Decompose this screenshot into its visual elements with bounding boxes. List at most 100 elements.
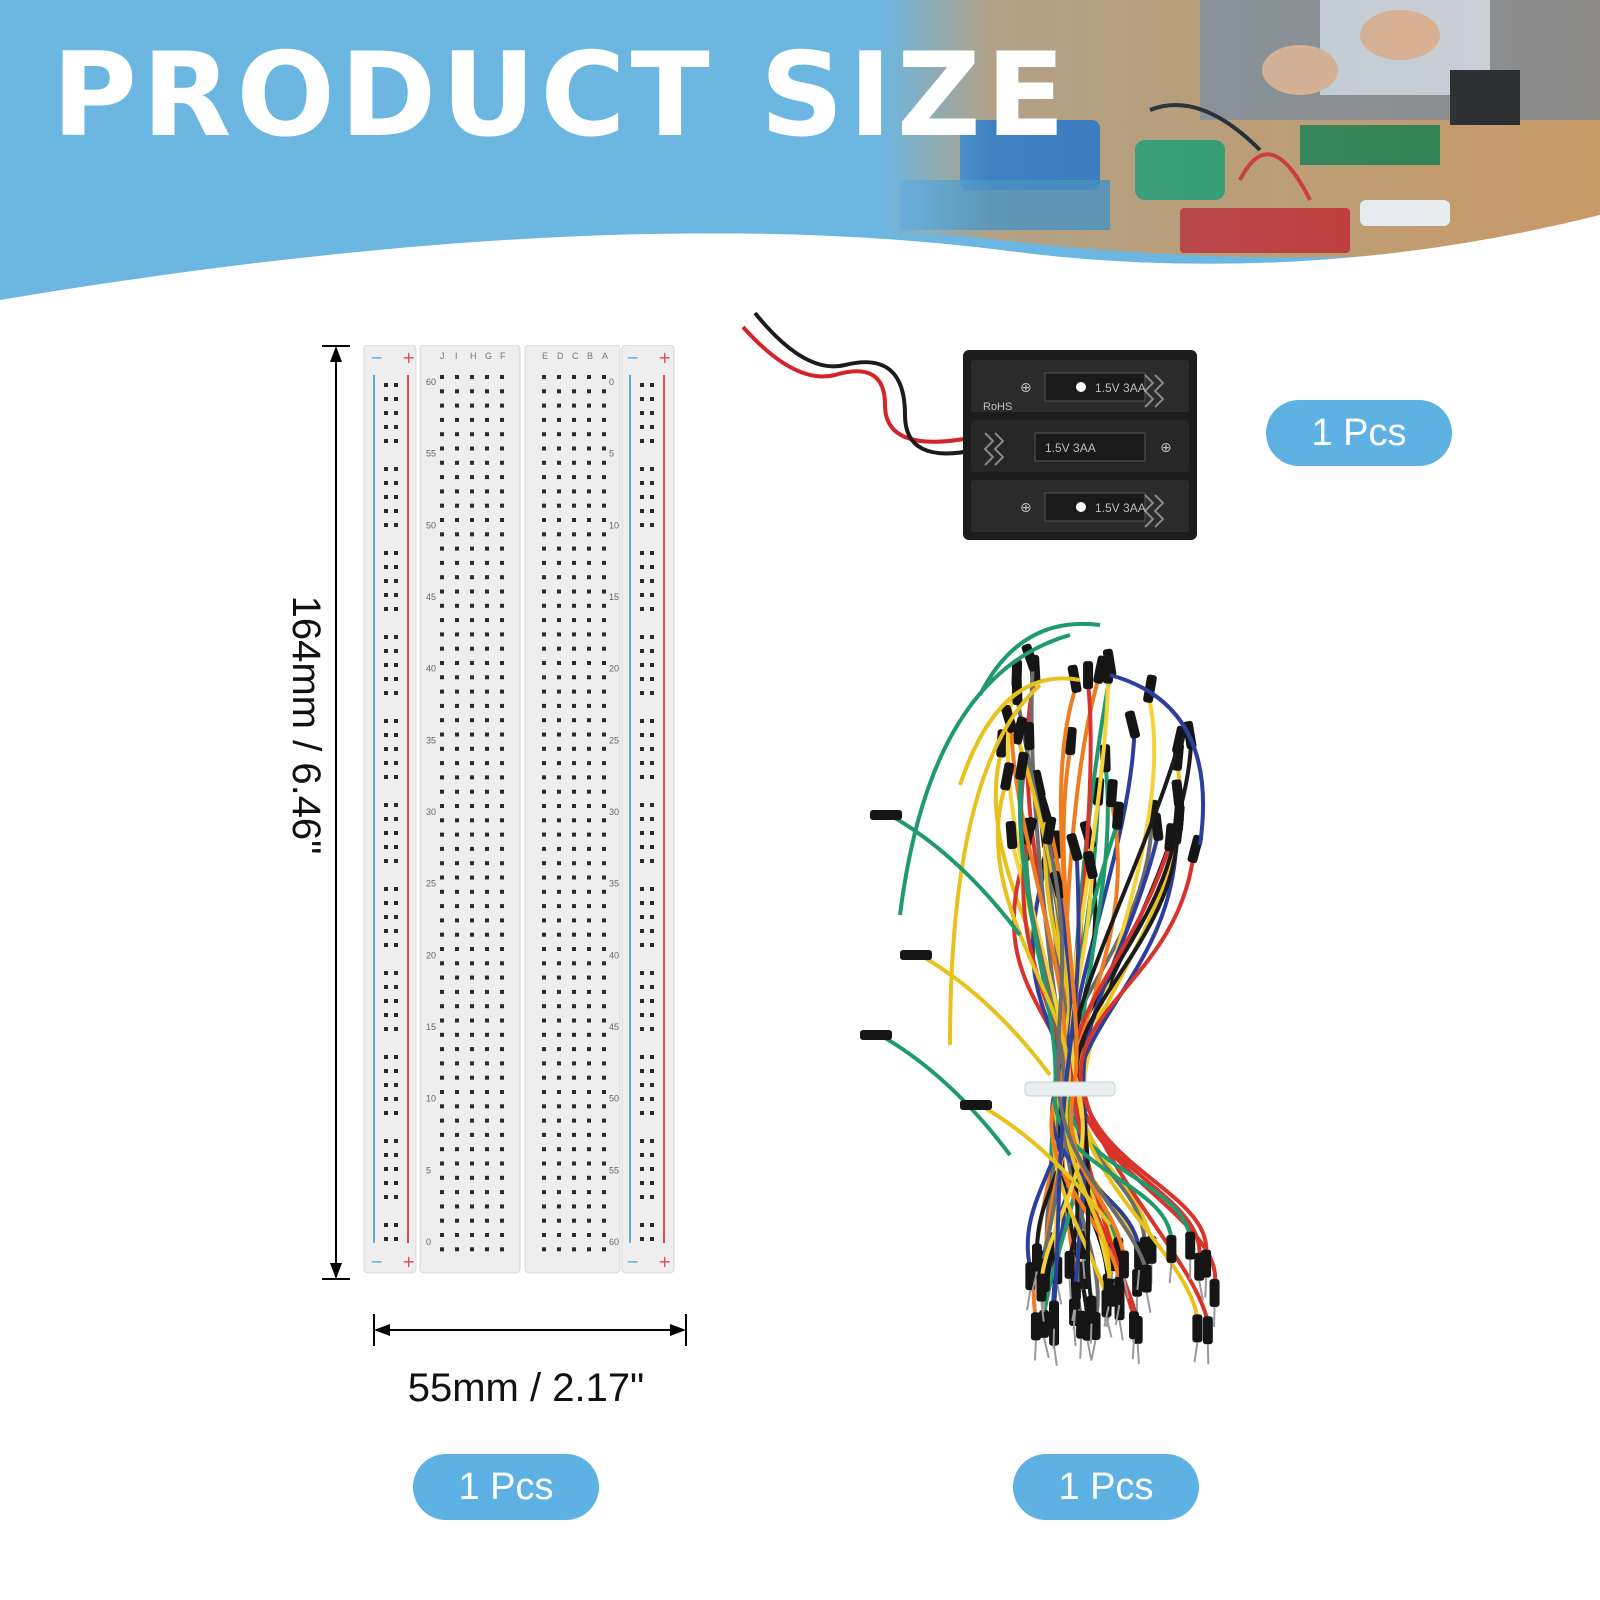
column-letter: A <box>602 351 608 361</box>
wire-connector <box>860 1030 892 1040</box>
row-number-left: 10 <box>426 1094 436 1104</box>
breadboard-quantity-badge: 1 Pcs <box>413 1454 599 1520</box>
wire-connector <box>1049 1300 1060 1329</box>
height-dimension-line <box>322 345 350 1280</box>
column-letter: D <box>557 351 564 361</box>
row-number-right: 40 <box>609 950 619 960</box>
row-number-left: 60 <box>426 377 436 387</box>
wire-connector <box>1076 1310 1087 1339</box>
wire-connector <box>1042 816 1057 845</box>
wire-connector <box>1166 1235 1177 1264</box>
column-letter: B <box>587 351 593 361</box>
row-number-left: 0 <box>426 1237 431 1247</box>
battery-holder-quantity-label: 1 Pcs <box>1311 411 1407 454</box>
width-dimension-label: 55mm / 2.17" <box>407 1366 645 1410</box>
jumper-wire <box>1109 673 1205 846</box>
wire-connector <box>1185 1231 1196 1260</box>
right-terminal-block <box>524 345 621 1274</box>
row-number-right: 55 <box>609 1165 619 1175</box>
wire-connector <box>1039 1309 1050 1338</box>
row-number-right: 5 <box>609 449 614 459</box>
wire-connector <box>1124 710 1141 739</box>
wire-connector <box>1066 832 1083 862</box>
left-power-rail <box>363 345 417 1274</box>
cell-label-2: 1.5V 3AA <box>1045 441 1096 455</box>
wire-connector <box>1083 850 1098 880</box>
wire-connector <box>1129 1311 1140 1340</box>
wire-connector <box>1064 1250 1075 1279</box>
row-number-right: 30 <box>609 807 619 817</box>
column-letter: F <box>500 351 506 361</box>
row-number-right: 25 <box>609 735 619 745</box>
rail-symbol-minus: − <box>370 1252 383 1271</box>
rohs-mark: RoHS <box>983 401 1012 413</box>
rail-symbol-plus: + <box>402 348 415 367</box>
row-number-left: 20 <box>426 950 436 960</box>
row-number-left: 55 <box>426 449 436 459</box>
wire-connector <box>1114 1276 1125 1305</box>
wire-connector <box>1141 1264 1152 1293</box>
rail-symbol-minus: − <box>370 348 383 367</box>
svg-text:⊕: ⊕ <box>1020 500 1032 516</box>
wire-connector <box>1021 643 1039 672</box>
wire-connector <box>1070 1281 1081 1310</box>
wire-connector <box>1086 1295 1097 1324</box>
row-number-right: 20 <box>609 664 619 674</box>
wire-connector <box>1112 801 1124 830</box>
svg-text:⊕: ⊕ <box>1160 440 1172 456</box>
row-number-left: 45 <box>426 592 436 602</box>
jumper-wire <box>978 621 1101 696</box>
wire-connector <box>1102 655 1114 684</box>
cell-label-3: 1.5V 3AA <box>1095 501 1146 515</box>
wire-connector <box>1172 804 1185 833</box>
jumper-wire <box>898 633 1071 916</box>
wire-connector <box>1000 762 1015 791</box>
wire-connector <box>1005 820 1018 850</box>
cable-tie <box>1024 1081 1116 1097</box>
jumper-wire <box>1009 726 1122 1284</box>
row-number-right: 0 <box>609 377 614 387</box>
column-letter: J <box>440 351 445 361</box>
column-letter: E <box>542 351 548 361</box>
wire-connector <box>870 810 902 820</box>
column-letter: I <box>455 351 458 361</box>
jumper-wire <box>889 813 1022 937</box>
row-number-right: 10 <box>609 520 619 530</box>
wire-connector <box>1201 1249 1212 1278</box>
wire-connector <box>1083 661 1094 690</box>
cell-label-1: 1.5V 3AA <box>1095 381 1146 395</box>
wire-connector <box>1036 1273 1047 1302</box>
rail-symbol-plus: + <box>658 348 671 367</box>
row-number-right: 35 <box>609 879 619 889</box>
row-number-right: 60 <box>609 1237 619 1247</box>
wire-connector <box>1209 1278 1220 1307</box>
jumper-wires-quantity-label: 1 Pcs <box>1058 1465 1154 1508</box>
header-banner: PRODUCT SIZE <box>0 0 1600 300</box>
wire-connector <box>1065 726 1077 756</box>
wire-connector <box>1030 1312 1041 1341</box>
column-letter: G <box>485 351 492 361</box>
battery-holder-quantity-badge: 1 Pcs <box>1266 400 1452 466</box>
row-number-left: 50 <box>426 520 436 530</box>
rail-symbol-minus: − <box>626 1252 639 1271</box>
banner-background <box>0 0 1600 300</box>
right-power-rail <box>621 345 675 1274</box>
jumper-wires-image <box>860 621 1220 1366</box>
row-number-left: 15 <box>426 1022 436 1032</box>
wire-connector <box>900 950 932 960</box>
wire-connector <box>1192 1314 1203 1343</box>
jumper-wire <box>919 953 1052 1077</box>
rail-symbol-minus: − <box>626 348 639 367</box>
wire-connector <box>1202 1316 1213 1345</box>
wire-connector <box>1030 769 1046 799</box>
wire-connector <box>1172 725 1187 755</box>
wire-connector <box>1103 1278 1114 1307</box>
row-number-right: 50 <box>609 1094 619 1104</box>
battery-holder-image: 1.5V 3AA 1.5V 3AA 1.5V 3AA RoHS ⊕ ⊕ ⊕ <box>741 311 1197 540</box>
jumper-wire <box>979 1103 1112 1227</box>
wire-connector <box>1012 716 1028 745</box>
row-number-right: 45 <box>609 1022 619 1032</box>
wire-connector <box>1015 751 1029 781</box>
jumper-wire <box>1058 686 1126 1257</box>
